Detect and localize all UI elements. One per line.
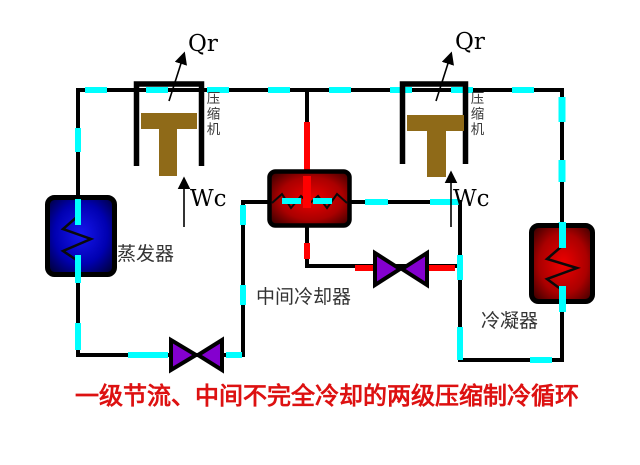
condenser-coil-zigzag bbox=[544, 245, 581, 292]
intercooler-coil-dash-right bbox=[313, 198, 332, 204]
intercooler-inlet-pipe bbox=[303, 176, 311, 208]
compressor2-piston-rod bbox=[427, 131, 446, 177]
intercooler-label: 中间冷却器 bbox=[256, 286, 352, 308]
condenser-inlet-dash bbox=[559, 222, 566, 248]
compressor1-work-label: Wc bbox=[190, 186, 227, 212]
compressor2-work-label: Wc bbox=[453, 186, 490, 212]
compressor1-piston-rod bbox=[159, 129, 177, 176]
compressor1-heat-label: Qr bbox=[188, 31, 218, 57]
slide-title: 一级节流、中间不完全冷却的两级压缩制冷循环 bbox=[75, 382, 579, 410]
compressor2-heat-label: Qr bbox=[455, 29, 485, 55]
expansion-valve-left bbox=[169, 336, 224, 374]
expansion-valve-right bbox=[373, 249, 429, 289]
evaporator-coil-zigzag bbox=[60, 215, 95, 263]
qr2-arrow bbox=[435, 51, 454, 102]
compressor1-piston-head bbox=[141, 113, 197, 129]
evaporator-inlet-dash bbox=[75, 199, 81, 225]
compressor1-name-label: 压缩机 bbox=[203, 91, 220, 138]
compressor2-piston-head bbox=[407, 115, 464, 131]
condenser-outlet-dash bbox=[559, 286, 566, 312]
compressor2-housing bbox=[399, 81, 469, 164]
compressor2-name-label: 压缩机 bbox=[467, 91, 484, 138]
evaporator-outlet-dash bbox=[75, 255, 81, 282]
qr1-arrow bbox=[168, 51, 187, 102]
evaporator-label: 蒸发器 bbox=[117, 243, 175, 265]
condenser-label: 冷凝器 bbox=[481, 310, 539, 332]
compressor1-housing bbox=[133, 81, 205, 166]
intercooler-coil-dash-left bbox=[282, 198, 301, 204]
